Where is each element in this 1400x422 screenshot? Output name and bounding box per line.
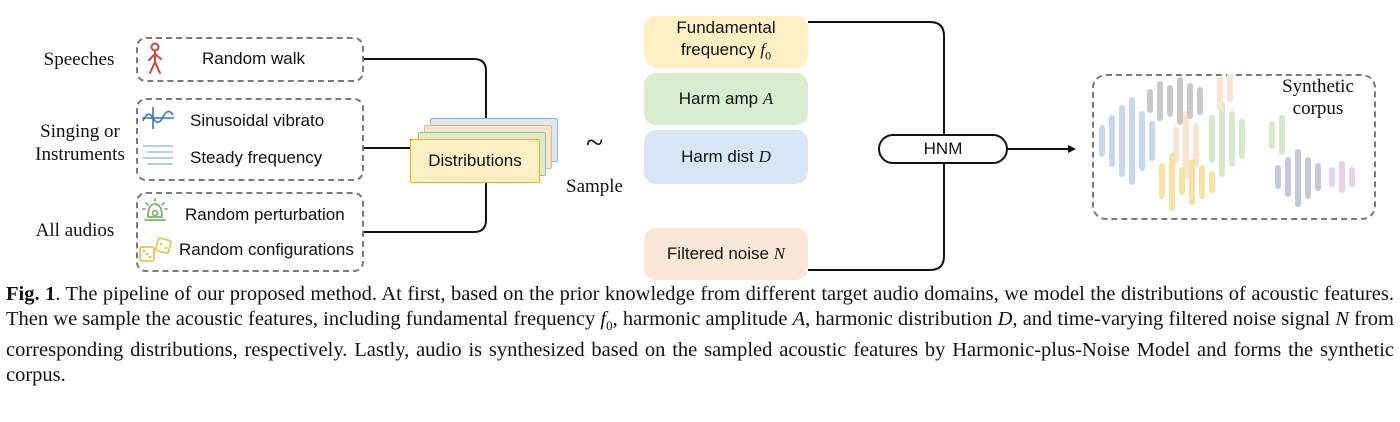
singing-prior-box — [136, 98, 364, 181]
walking-person-icon — [148, 42, 162, 74]
harm-dist-feature-box: Harm dist D — [644, 130, 808, 184]
f0-label-line1: Fundamental — [676, 18, 776, 38]
caption-text-2: , harmonic amplitude — [612, 307, 793, 330]
caption-text-4: , and time-varying filtered noise signal — [1012, 307, 1336, 330]
vibrato-wave-icon — [142, 107, 174, 129]
caption-noise-symbol: N — [1335, 307, 1349, 330]
figure-caption: Fig. 1. The pipeline of our proposed met… — [6, 282, 1394, 387]
caption-f0-subscript: 0 — [606, 317, 613, 333]
domain-speeches: Speeches — [43, 49, 115, 70]
corpus-label: Synthetic corpus — [1270, 76, 1366, 120]
harm-dist-label: Harm dist — [681, 147, 754, 166]
f0-label-text: frequency — [680, 40, 756, 60]
f0-feature-box: Fundamental frequency f0 — [644, 16, 808, 68]
noise-label: Filtered noise — [666, 244, 769, 263]
synthetic-corpus-box — [1092, 74, 1376, 220]
caption-amp-symbol: A — [792, 307, 806, 330]
corpus-label-line1: Synthetic — [1282, 76, 1354, 97]
sample-label: Sample — [566, 176, 623, 197]
pipeline-diagram: Speeches Singing or Instruments All audi… — [24, 16, 1376, 280]
alarm-bell-icon — [142, 198, 168, 221]
f0-subscript: 0 — [765, 48, 772, 63]
caption-label: Fig. 1 — [6, 283, 56, 305]
f0-label-line2: frequency f0 — [681, 39, 771, 66]
noise-feature-box: Filtered noise N — [644, 228, 808, 280]
dice-icon — [139, 237, 172, 262]
caption-text-1: . The pipeline of our proposed method. A… — [6, 283, 1394, 330]
caption-text-3: , harmonic distribution — [805, 307, 998, 330]
distributions-box: Distributions — [410, 139, 540, 183]
corpus-label-line2: corpus — [1292, 98, 1344, 119]
domain-all-audios: All audios — [35, 220, 115, 241]
prior-random-walk: Random walk — [202, 49, 305, 68]
speech-prior-box — [136, 37, 364, 82]
prior-sinusoidal-vibrato: Sinusoidal vibrato — [190, 111, 325, 130]
connector-lines — [364, 21, 1076, 271]
prior-random-perturbation: Random perturbation — [185, 205, 345, 224]
harm-amp-symbol: A — [762, 89, 774, 108]
caption-f0-symbol: f — [600, 307, 607, 330]
corpus-waveforms — [1099, 74, 1355, 211]
sample-tilde: ~ — [586, 124, 604, 160]
harm-amp-label: Harm amp — [678, 89, 759, 108]
domain-singing-line2: Instruments — [35, 144, 125, 165]
domain-singing: Singing or Instruments — [24, 120, 136, 166]
noise-symbol: N — [773, 244, 786, 263]
general-prior-box — [136, 192, 364, 272]
domain-singing-line1: Singing or — [40, 121, 120, 142]
f0-symbol: f — [760, 40, 766, 60]
caption-dist-symbol: D — [997, 307, 1013, 330]
prior-random-configurations: Random configurations — [179, 240, 354, 259]
steady-lines-icon — [143, 145, 173, 165]
prior-steady-frequency: Steady frequency — [190, 148, 323, 167]
caption-text-5: from corresponding distributions, respec… — [6, 307, 1394, 386]
hnm-block: HNM — [878, 134, 1008, 164]
harm-dist-symbol: D — [758, 147, 771, 166]
harm-amp-feature-box: Harm amp A — [644, 73, 808, 125]
